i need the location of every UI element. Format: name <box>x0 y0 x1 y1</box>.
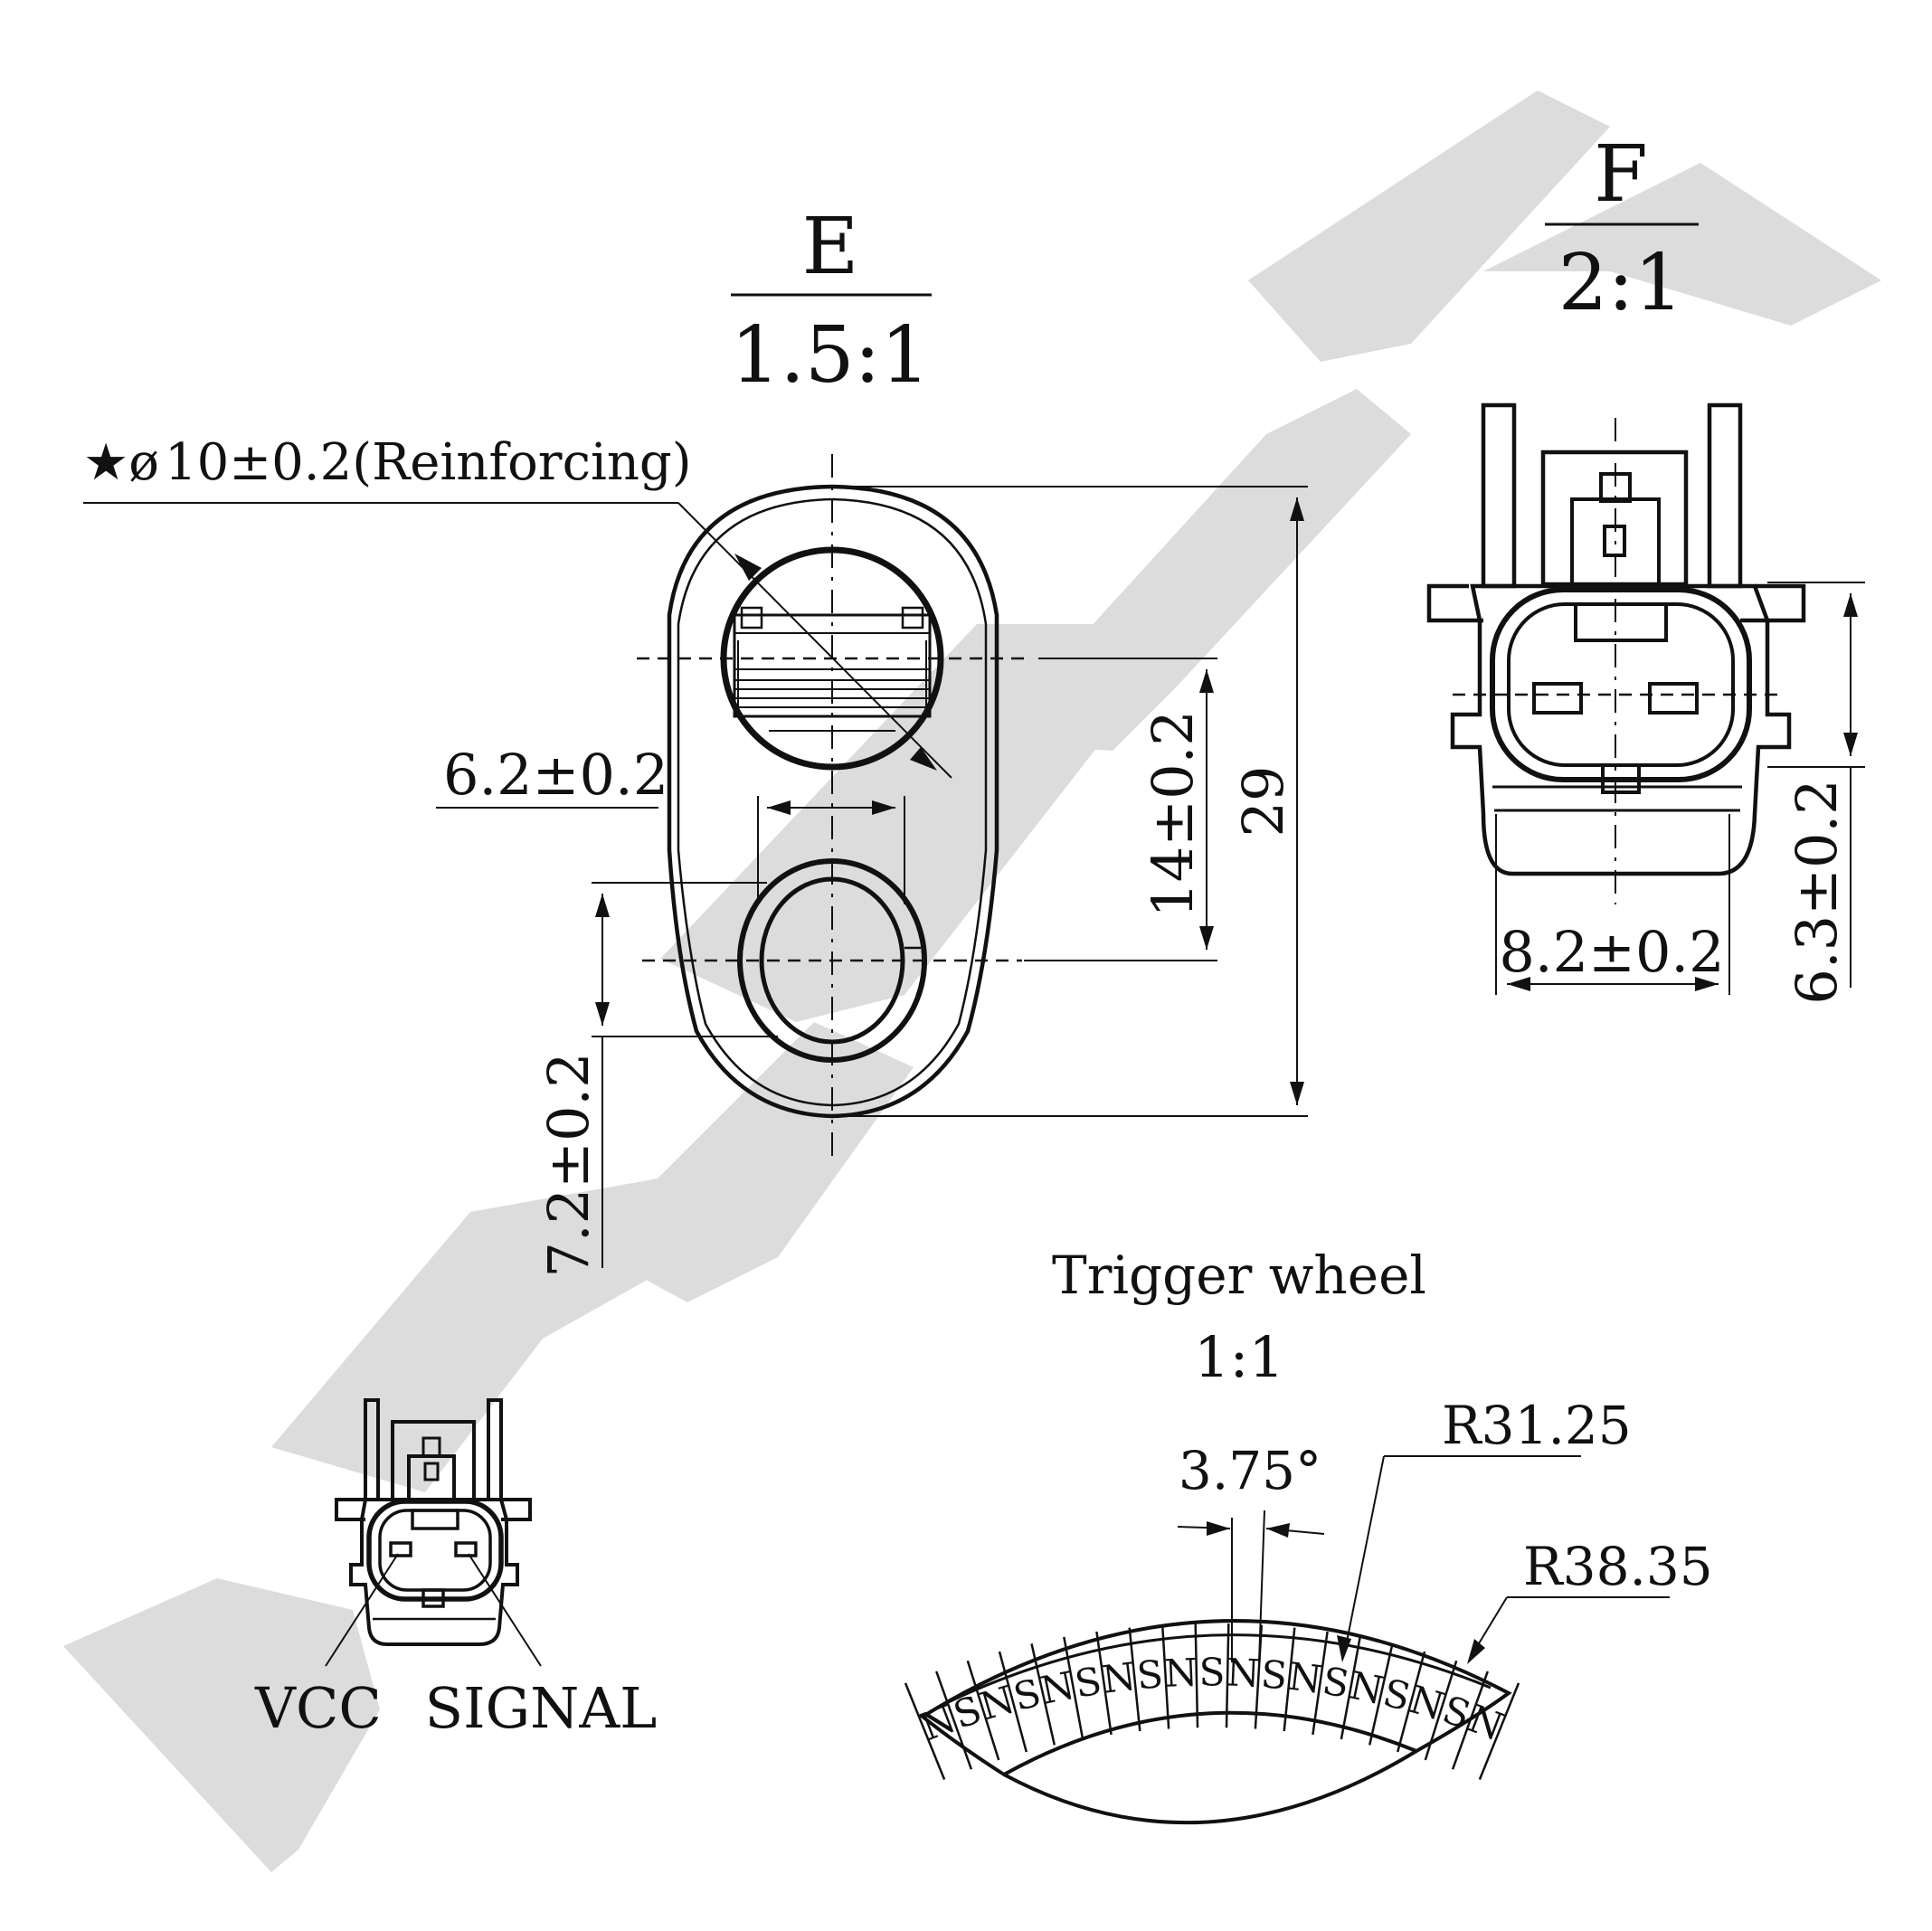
pin-connector-view: VCC SIGNAL <box>254 1398 658 1741</box>
wheel-pole-divider <box>1368 1643 1394 1746</box>
hole-width-dimension: 6.2±0.2 <box>443 742 668 808</box>
wheel-pole-divider <box>1424 1660 1458 1761</box>
wheel-pole-divider <box>1340 1636 1361 1740</box>
wheel-pole-divider <box>998 1651 1028 1753</box>
wheel-pole-north: N <box>1100 1654 1138 1702</box>
view-e-scale: 1.5:1 <box>731 310 930 401</box>
wheel-pole-divider <box>1451 1671 1489 1770</box>
view-f-scale: 2:1 <box>1558 238 1683 328</box>
view-e-letter: E <box>802 202 859 292</box>
wheel-pole-south: S <box>1199 1651 1226 1695</box>
pin-signal-label: SIGNAL <box>425 1675 658 1741</box>
view-e-dimensions: ★ø 10±0.2(Reinforcing) 6.2±0.2 14±0.2 29… <box>83 433 1308 1278</box>
wheel-pole-divider <box>966 1660 1000 1761</box>
wheel-pole-divider <box>904 1682 946 1780</box>
trigger-wheel-title: Trigger wheel <box>1052 1245 1426 1306</box>
center-distance-dimension: 14±0.2 <box>1140 710 1206 917</box>
inner-radius-dimension: R31.25 <box>1442 1395 1632 1456</box>
view-f-connector <box>1426 402 1806 904</box>
wheel-pole-divider <box>1478 1682 1520 1780</box>
pin-vcc-label: VCC <box>254 1675 382 1741</box>
wheel-pole-divider <box>1128 1627 1141 1732</box>
wheel-pole-south: S <box>1259 1652 1289 1698</box>
pole-angle-dimension: 3.75° <box>1179 1440 1321 1501</box>
outer-radius-dimension: R38.35 <box>1523 1536 1713 1597</box>
trigger-wheel-scale: 1:1 <box>1194 1324 1284 1390</box>
wheel-pole-divider <box>1225 1623 1230 1728</box>
view-f-dimensions: 8.2±0.2 6.3±0.2 <box>1495 582 1865 1005</box>
view-f-letter: F <box>1594 129 1648 220</box>
connector-height-dimension: 6.3±0.2 <box>1784 779 1850 1004</box>
wheel-pole-divider <box>1312 1631 1329 1736</box>
wheel-pole-divider <box>1063 1636 1084 1740</box>
wheel-pole-divider <box>1396 1651 1426 1753</box>
overall-height-dimension: 29 <box>1230 766 1296 838</box>
wheel-pole-south: S <box>1135 1652 1165 1698</box>
reinforcing-dimension: 10±0.2(Reinforcing) <box>165 433 692 492</box>
wheel-pole-divider <box>1160 1624 1170 1729</box>
wheel-pole-divider <box>1194 1623 1199 1728</box>
wheel-pole-north: N <box>1226 1650 1261 1695</box>
wheel-pole-divider <box>1030 1643 1056 1746</box>
view-e-flange <box>637 454 1031 1160</box>
wheel-pole-divider <box>935 1671 973 1770</box>
view-e-title: E 1.5:1 <box>731 202 932 401</box>
connector-width-dimension: 8.2±0.2 <box>1499 919 1724 985</box>
wheel-pole-divider <box>1095 1631 1113 1736</box>
wheel-pole-north: N <box>1163 1650 1198 1695</box>
reinforcing-prefix: ★ø <box>83 433 159 492</box>
wheel-pole-divider <box>1283 1627 1296 1732</box>
watermark-logo <box>63 90 1881 1872</box>
wheel-pole-north: N <box>1286 1654 1324 1702</box>
view-f-title: F 2:1 <box>1545 129 1699 328</box>
lower-hole-dimension: 7.2±0.2 <box>535 1052 601 1277</box>
